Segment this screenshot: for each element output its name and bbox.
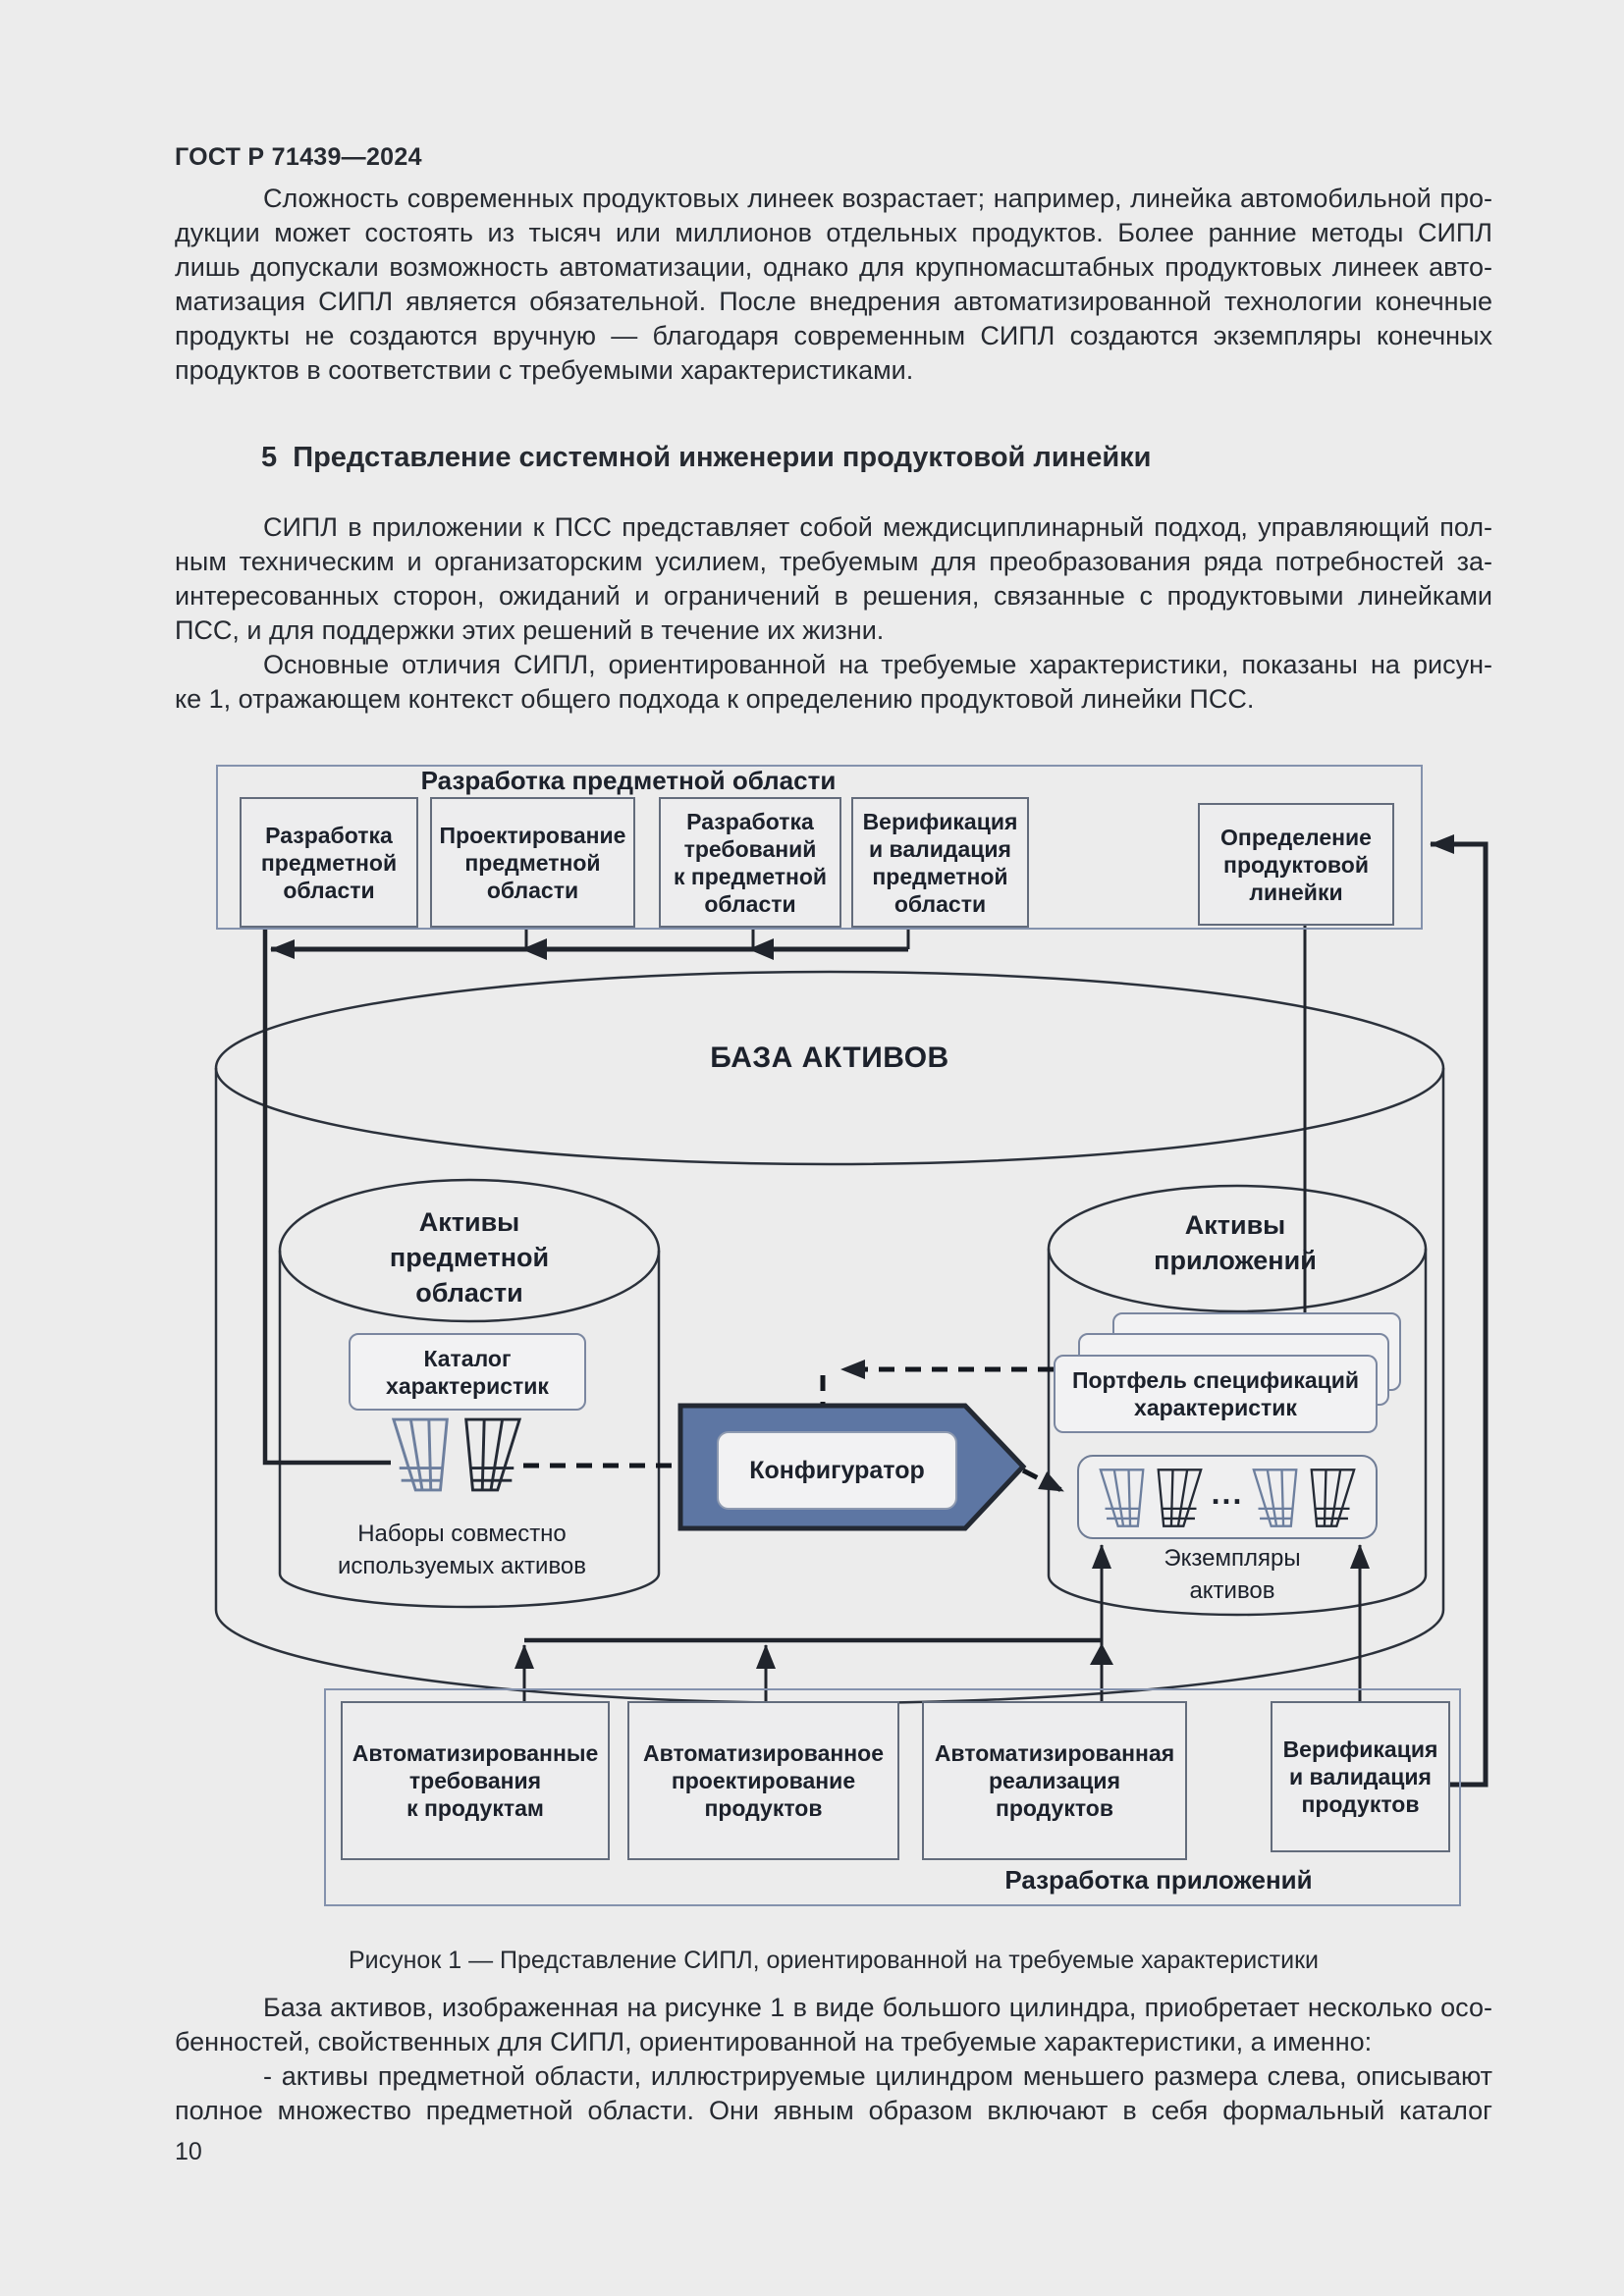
application-development-title: Разработка приложений [1004, 1864, 1313, 1895]
paragraph-4: База активов, изображенная на рисунке 1 … [175, 1991, 1492, 2128]
text-line: ке 1, отражающем контекст общего подхода… [175, 684, 1255, 714]
arrowhead-left [748, 938, 774, 960]
section-heading: 5 Представление системной инженерии прод… [261, 442, 1152, 473]
application-assets-cylinder [1047, 1184, 1428, 1617]
asset-instances-box: ... [1077, 1455, 1378, 1539]
box-automated-requirements: Автоматизированные требования к продукта… [341, 1701, 610, 1860]
application-assets-label: Активы приложений [1154, 1210, 1317, 1275]
box-domain-requirements: Разработка требований к предметной облас… [659, 797, 841, 928]
box-product-verification: Верификация и валидация продуктов [1271, 1701, 1450, 1852]
ellipsis: ... [1211, 1475, 1244, 1511]
feature-model-icon [1249, 1468, 1359, 1528]
feature-model-icon [390, 1416, 523, 1493]
domain-development-container [216, 765, 1423, 930]
paragraph-2: СИПЛ в приложении к ПСС представляет соб… [175, 510, 1492, 648]
feature-catalog-box: Каталог характеристик [349, 1333, 586, 1411]
box-domain-verification: Верификация и валидация предметной облас… [851, 797, 1029, 928]
text-line: Сложность современных продуктовых линеек… [263, 184, 1492, 213]
shared-assets-label: Наборы совместно используемых активов [337, 1521, 587, 1579]
box-product-line-definition: Определение продуктовой линейки [1198, 803, 1394, 926]
spec-portfolio-box: Портфель спецификаций характеристик [1054, 1355, 1378, 1433]
box-domain-development: Разработка предметной области [240, 797, 418, 928]
configurator-label: Конфигуратор [717, 1431, 957, 1510]
text-line: бенностей, свойственных для СИПЛ, ориент… [175, 2027, 1373, 2056]
text-line: ПСС, и для поддержки этих решений в тече… [175, 615, 885, 645]
text-line: лишь допускали возможность автоматизации… [175, 252, 1492, 282]
text-line: продуктов в соответствии с требуемыми ха… [175, 355, 914, 385]
document-code: ГОСТ Р 71439—2024 [175, 143, 422, 171]
text-line: матизация СИПЛ является обязательной. По… [175, 287, 1492, 316]
box-automated-realization: Автоматизированная реализация продуктов [922, 1701, 1187, 1860]
page-number: 10 [175, 2138, 202, 2165]
domain-development-title: Разработка предметной области [420, 765, 837, 795]
text-line: дукции может состоять из тысяч или милли… [175, 218, 1492, 247]
figure-caption: Рисунок 1 — Представление СИПЛ, ориентир… [348, 1947, 1319, 1974]
text-line: СИПЛ в приложении к ПСС представляет соб… [263, 512, 1492, 542]
domain-assets-cylinder [278, 1178, 661, 1609]
asset-instances-label: Экземпляры активов [1164, 1545, 1301, 1604]
asset-base-label: БАЗА АКТИВОВ [710, 1041, 949, 1074]
text-line: полное множество предметной области. Они… [175, 2096, 1492, 2125]
feedback-line [1430, 834, 1489, 1788]
paragraph-3: Основные отличия СИПЛ, ориентированной н… [175, 648, 1492, 717]
paragraph-1: Сложность современных продуктовых линеек… [175, 182, 1492, 388]
text-line: интересованных сторон, ожиданий и ограни… [175, 581, 1492, 611]
text-line: Основные отличия СИПЛ, ориентированной н… [263, 650, 1492, 679]
text-line: ным техническим и организаторским усилие… [175, 547, 1492, 576]
arrowhead-left [521, 938, 547, 960]
box-automated-design: Автоматизированное проектирование продук… [627, 1701, 899, 1860]
box-domain-design: Проектирование предметной области [430, 797, 635, 928]
text-line: продукты не создаются вручную — благодар… [175, 321, 1492, 350]
application-development-container [324, 1688, 1461, 1906]
text-line: База активов, изображенная на рисунке 1 … [263, 1993, 1492, 2022]
text-line: - активы предметной области, иллюстрируе… [263, 2061, 1492, 2091]
domain-assets-label: Активы предметной области [389, 1207, 550, 1308]
figure-1-diagram: Разработка предметной области Разработка… [142, 761, 1497, 1924]
arrowhead-up [1090, 1643, 1113, 1665]
feature-model-icon [1096, 1468, 1206, 1528]
